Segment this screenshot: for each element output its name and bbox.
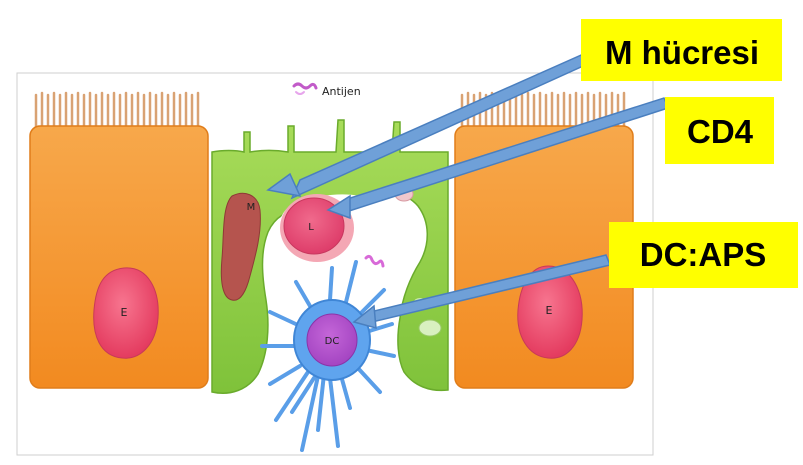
callout-m-cell: M hücresi [605,34,759,71]
right-nucleus-label: E [546,304,553,317]
callout-cd4: CD4 [687,113,754,150]
vesicle-green [419,320,441,336]
left-nucleus-label: E [121,306,128,319]
antigen-label: Antijen [322,85,361,98]
dendritic-cell-label: DC [325,336,340,347]
m-cell-label: M [247,202,256,213]
callout-dc-aps: DC:APS [640,236,767,273]
lymphocyte-label: L [308,222,314,233]
